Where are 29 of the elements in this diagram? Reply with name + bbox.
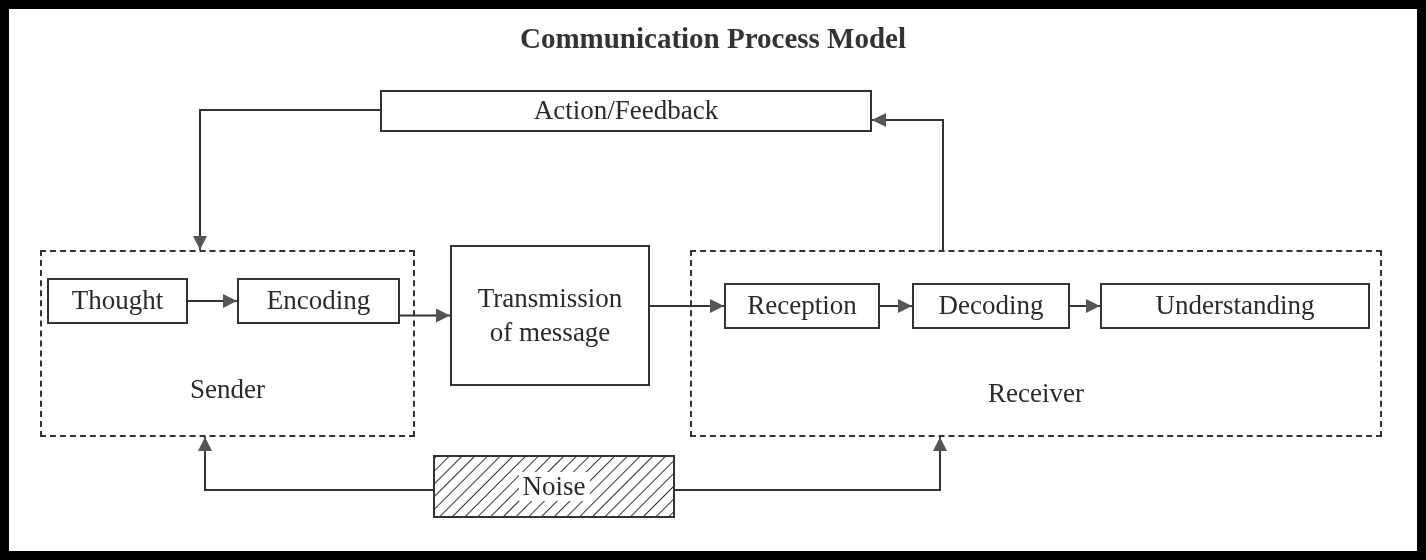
box-label: Action/Feedback: [533, 94, 719, 128]
box-label: Thought: [71, 284, 164, 318]
box-label: Reception: [747, 289, 857, 323]
group-label: Receiver: [987, 378, 1085, 409]
process-box: [450, 245, 650, 386]
arrow: [649, 299, 725, 313]
box-label: Understanding: [1155, 289, 1315, 323]
arrow: [198, 436, 434, 491]
box-label: Noise: [518, 471, 590, 502]
arrow: [879, 299, 913, 313]
arrow: [187, 294, 238, 308]
sender-group-box: [40, 250, 415, 437]
receiver-group-box: [690, 250, 1382, 437]
process-box: [1100, 283, 1370, 329]
diagram-title: Communication Process Model: [519, 22, 907, 55]
box-label: Decoding: [938, 289, 1044, 323]
process-box: [47, 278, 188, 324]
group-label: Sender: [189, 374, 266, 405]
process-box: [724, 283, 880, 329]
feedback-box: [380, 90, 872, 132]
arrow: [674, 436, 947, 491]
arrow: [399, 308, 451, 323]
process-box: [912, 283, 1070, 329]
box-label: Encoding: [266, 284, 371, 318]
arrow: [871, 113, 944, 251]
arrow: [193, 109, 381, 251]
box-label: Transmission of message: [476, 281, 624, 349]
process-box: [237, 278, 400, 324]
arrow: [1069, 299, 1101, 313]
